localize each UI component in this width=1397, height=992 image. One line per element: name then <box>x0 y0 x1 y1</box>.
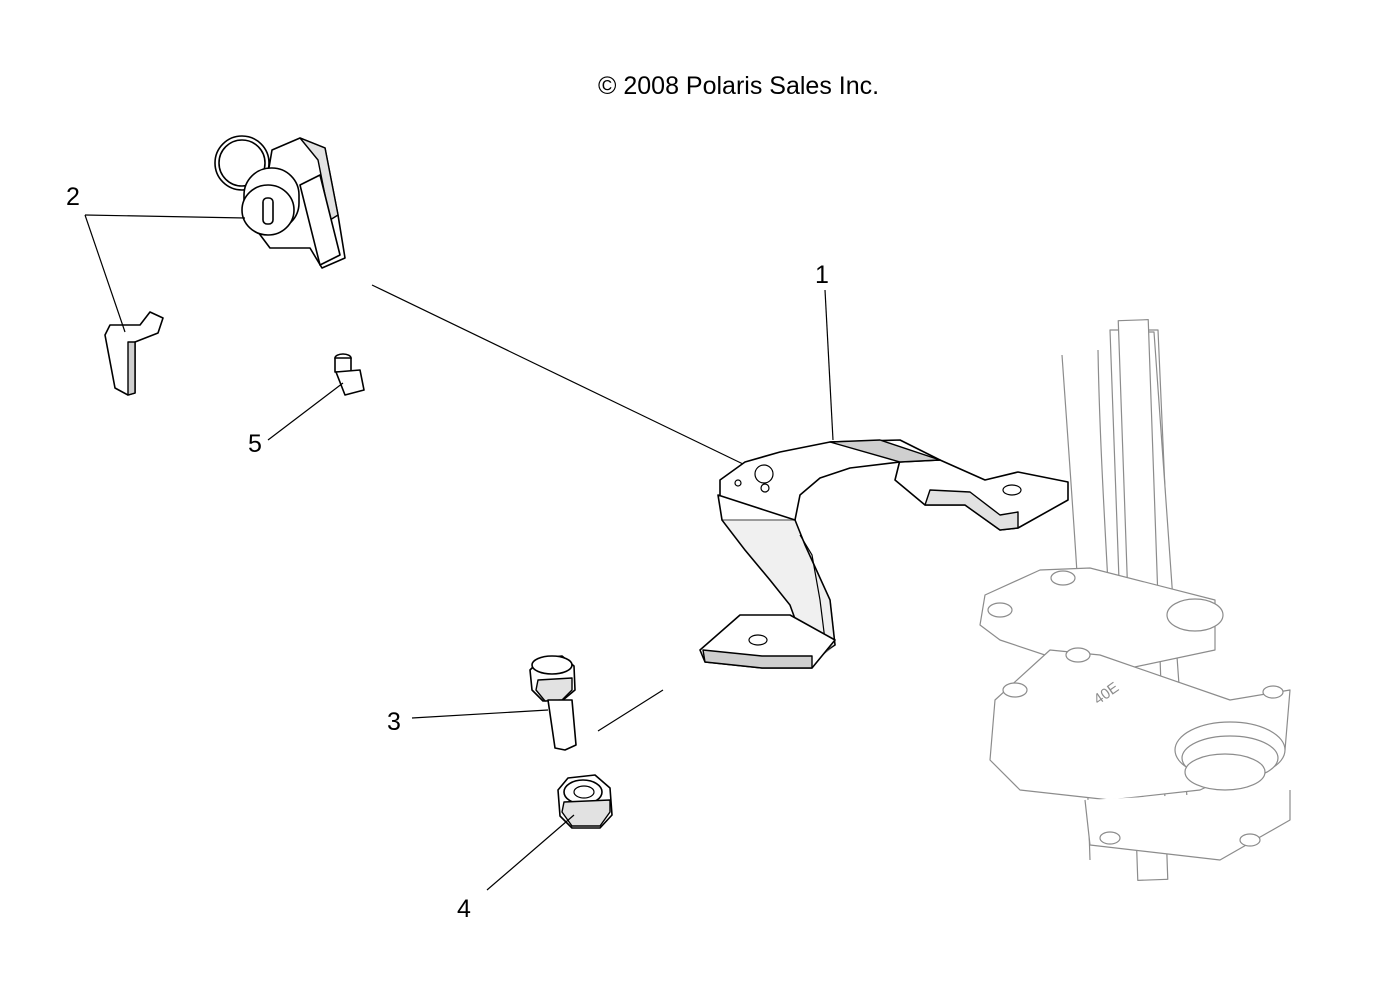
flange-bolt <box>529 655 577 751</box>
callout-5: 5 <box>248 430 262 458</box>
small-pin <box>334 353 365 396</box>
callout-3: 3 <box>387 708 401 736</box>
leader-lines <box>84 214 834 891</box>
steering-plate-upper-ghost <box>979 567 1224 669</box>
steering-plate-lower-ghost: 40E <box>989 647 1291 861</box>
callout-2: 2 <box>66 183 80 211</box>
callout-1: 1 <box>815 261 829 289</box>
flange-nut <box>557 774 613 829</box>
mounting-bracket <box>699 439 1069 669</box>
callout-4: 4 <box>457 895 471 923</box>
copyright-notice: © 2008 Polaris Sales Inc. <box>598 72 880 100</box>
ignition-key <box>104 311 164 396</box>
ignition-switch <box>214 135 346 269</box>
